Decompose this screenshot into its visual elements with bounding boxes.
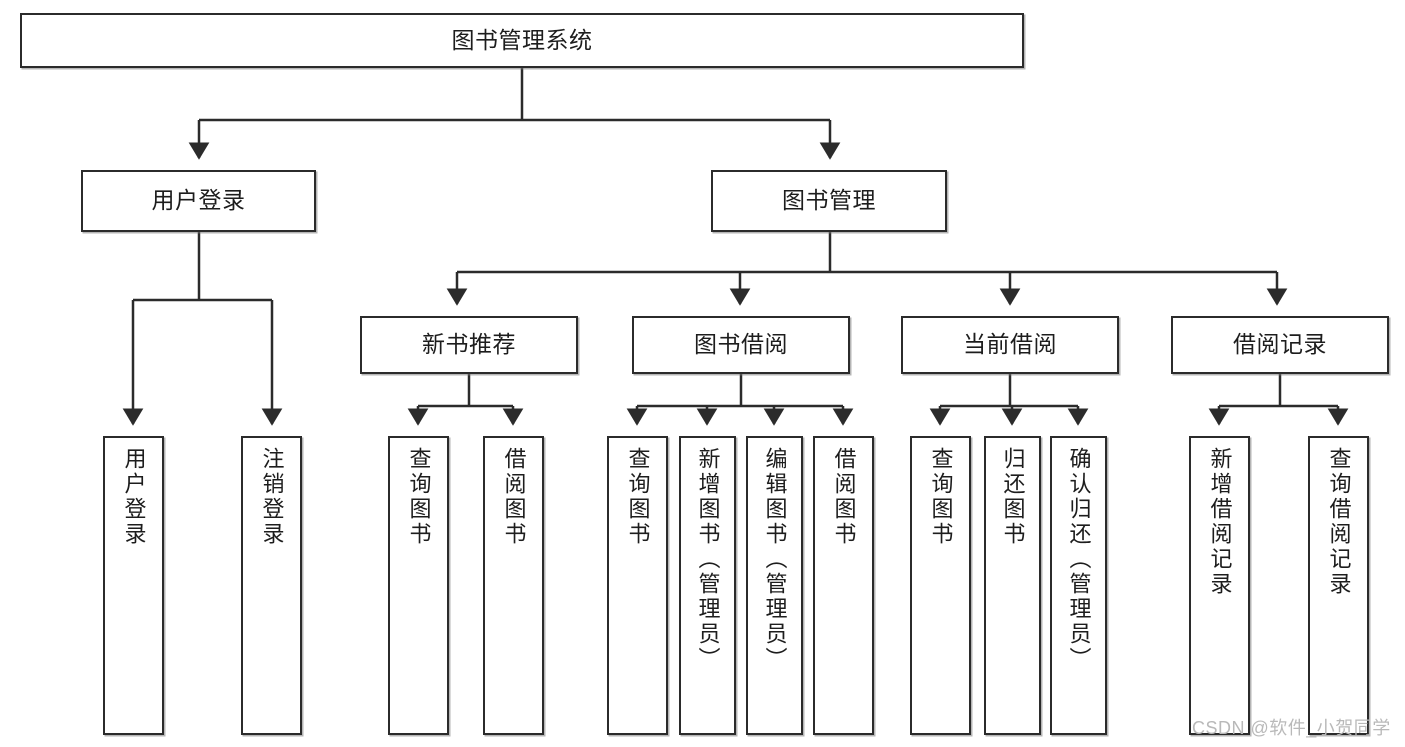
leaf-add-borrow-record-label: 新增借阅记录 [1207,447,1233,597]
leaf-query-book-borrow-label: 查询图书 [625,447,651,547]
leaf-logout[interactable]: 注销登录 [241,436,302,735]
node-book-management[interactable]: 图书管理 [711,170,947,232]
leaf-return-book[interactable]: 归还图书 [984,436,1041,735]
leaf-add-book-admin-label: 新增图书（管理员） [695,447,721,672]
node-new-book-recommend[interactable]: 新书推荐 [360,316,578,374]
node-root-label: 图书管理系统 [451,26,593,53]
node-borrow-record-label: 借阅记录 [1233,331,1327,358]
leaf-query-book-current[interactable]: 查询图书 [910,436,971,735]
node-book-borrow[interactable]: 图书借阅 [632,316,850,374]
node-user-login[interactable]: 用户登录 [81,170,316,232]
node-user-login-label: 用户登录 [151,187,246,214]
leaf-edit-book-admin[interactable]: 编辑图书（管理员） [746,436,803,735]
node-book-borrow-label: 图书借阅 [694,331,788,358]
leaf-query-book-rec-label: 查询图书 [406,447,432,547]
node-root[interactable]: 图书管理系统 [20,13,1024,68]
leaf-add-book-admin[interactable]: 新增图书（管理员） [679,436,736,735]
leaf-borrow-book[interactable]: 借阅图书 [813,436,874,735]
leaf-return-book-label: 归还图书 [1000,447,1026,547]
leaf-user-login-label: 用户登录 [121,447,147,547]
node-current-borrow[interactable]: 当前借阅 [901,316,1119,374]
leaf-borrow-book-label: 借阅图书 [831,447,857,547]
node-borrow-record[interactable]: 借阅记录 [1171,316,1389,374]
leaf-borrow-book-rec-label: 借阅图书 [501,447,527,547]
csdn-watermark: CSDN @软件_小贺同学 [1192,718,1391,738]
leaf-borrow-book-rec[interactable]: 借阅图书 [483,436,544,735]
leaf-query-borrow-record[interactable]: 查询借阅记录 [1308,436,1369,735]
node-new-book-recommend-label: 新书推荐 [422,331,516,358]
leaf-confirm-return-admin-label: 确认归还（管理员） [1066,447,1092,672]
leaf-logout-label: 注销登录 [259,447,285,547]
leaf-query-borrow-record-label: 查询借阅记录 [1326,447,1352,597]
leaf-confirm-return-admin[interactable]: 确认归还（管理员） [1050,436,1107,735]
leaf-edit-book-admin-label: 编辑图书（管理员） [762,447,788,672]
leaf-query-book-current-label: 查询图书 [928,447,954,547]
leaf-user-login[interactable]: 用户登录 [103,436,164,735]
leaf-add-borrow-record[interactable]: 新增借阅记录 [1189,436,1250,735]
leaf-query-book-rec[interactable]: 查询图书 [388,436,449,735]
node-current-borrow-label: 当前借阅 [963,331,1057,358]
node-book-management-label: 图书管理 [782,187,876,214]
leaf-query-book-borrow[interactable]: 查询图书 [607,436,668,735]
